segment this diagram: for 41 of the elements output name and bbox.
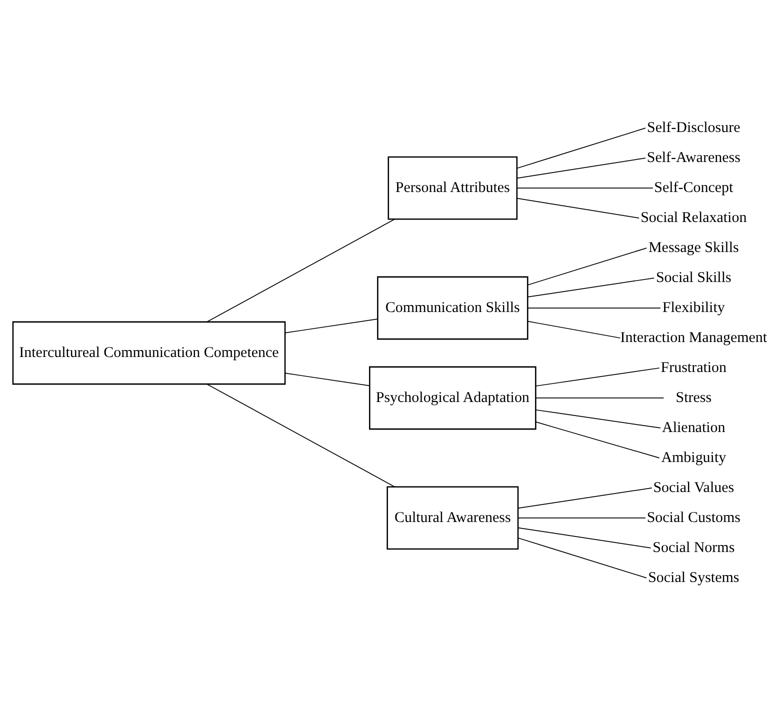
connector bbox=[535, 367, 660, 386]
node-text: Social Skills bbox=[656, 269, 732, 286]
connector bbox=[527, 320, 621, 338]
node-text: Self-Concept bbox=[654, 180, 734, 196]
node-text: Social Norms bbox=[652, 539, 735, 556]
connector bbox=[518, 537, 647, 578]
node-text: Social Values bbox=[653, 479, 734, 496]
connector bbox=[206, 218, 396, 322]
node-box: Psychological Adaptation bbox=[369, 366, 536, 430]
connector bbox=[516, 157, 646, 178]
node-text: Social Systems bbox=[648, 569, 740, 586]
connector bbox=[206, 383, 396, 487]
node-box: Communication Skills bbox=[377, 276, 528, 340]
connector bbox=[535, 397, 664, 398]
node-text: Self-Awareness bbox=[646, 150, 740, 166]
node-text: Ambiguity bbox=[661, 449, 726, 466]
connector bbox=[518, 517, 646, 518]
node-box: Intercultureal Communication Competence bbox=[12, 320, 286, 384]
node-text: Frustration bbox=[660, 359, 727, 376]
connector bbox=[527, 307, 661, 308]
connector bbox=[518, 526, 652, 548]
node-text: Flexibility bbox=[662, 299, 725, 316]
connector bbox=[527, 277, 654, 297]
node-text: Stress bbox=[676, 389, 712, 406]
node-box: Personal Attributes bbox=[388, 156, 518, 220]
node-text: Message Skills bbox=[648, 239, 739, 256]
node-text: Social Relaxation bbox=[640, 210, 747, 226]
connector bbox=[535, 408, 661, 428]
node-text: Alienation bbox=[662, 419, 726, 436]
connector bbox=[284, 318, 378, 333]
connector bbox=[516, 127, 646, 168]
connector bbox=[516, 197, 640, 218]
connector bbox=[516, 187, 654, 188]
node-text: Social Customs bbox=[646, 509, 740, 526]
connector bbox=[518, 487, 652, 508]
connector bbox=[535, 421, 660, 458]
connector bbox=[527, 247, 647, 285]
node-text: Interaction Management bbox=[620, 329, 768, 346]
node-text: Self-Disclosure bbox=[647, 120, 740, 136]
node-box: Cultural Awareness bbox=[386, 486, 519, 550]
connector bbox=[284, 372, 370, 386]
